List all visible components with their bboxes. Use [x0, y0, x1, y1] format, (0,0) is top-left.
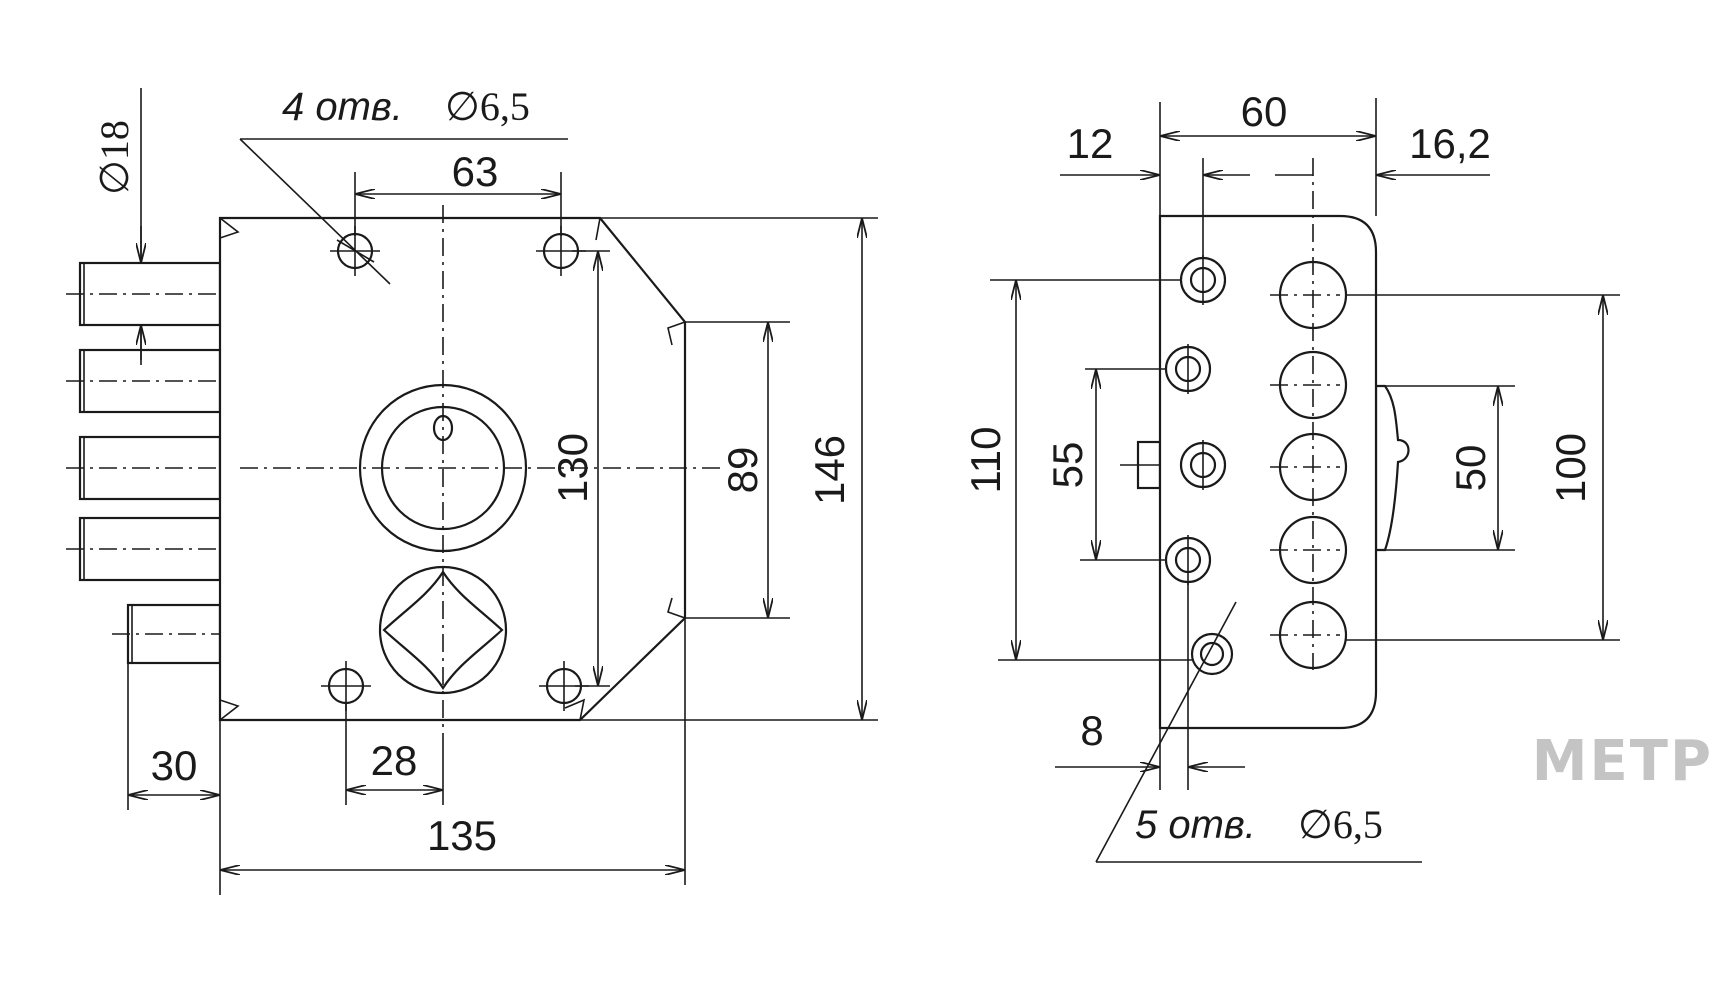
dim-30: 30 — [151, 742, 198, 789]
side-holes-note-prefix: 5 отв. — [1135, 803, 1256, 847]
bolts — [66, 261, 285, 665]
side-holes-note-dia: ∅6,5 — [1298, 802, 1383, 847]
side-large-holes — [1270, 158, 1348, 670]
dim-55: 55 — [1044, 442, 1091, 489]
bolt-diameter-label: ∅18 — [92, 120, 137, 195]
dim-12: 12 — [1067, 120, 1114, 167]
side-plate — [1158, 214, 1378, 730]
dim-89: 89 — [719, 447, 766, 494]
cylinder — [358, 383, 528, 553]
dim-60: 60 — [1241, 88, 1288, 135]
side-view: 60 12 16,2 110 55 50 100 8 — [962, 88, 1620, 863]
dim-146: 146 — [806, 435, 853, 505]
dim-100: 100 — [1547, 433, 1594, 503]
lock-body — [218, 216, 687, 722]
side-plate-knob — [1374, 384, 1410, 552]
front-holes-note-prefix: 4 отв. — [282, 85, 403, 129]
spindle — [378, 565, 508, 695]
bolt — [126, 603, 222, 665]
front-view: 4 отв. ∅6,5 ∅18 63 130 89 146 30 — [66, 84, 878, 895]
dim-110: 110 — [962, 427, 1009, 494]
front-holes-note-dia: ∅6,5 — [445, 84, 530, 129]
dim-16-2: 16,2 — [1409, 120, 1491, 167]
dim-135: 135 — [427, 812, 497, 859]
dim-63: 63 — [452, 148, 499, 195]
dim-8: 8 — [1080, 707, 1103, 754]
dim-130: 130 — [549, 433, 596, 503]
dim-50: 50 — [1447, 445, 1494, 492]
dim-28: 28 — [371, 737, 418, 784]
logo-text: МЕТР — [1532, 729, 1713, 794]
